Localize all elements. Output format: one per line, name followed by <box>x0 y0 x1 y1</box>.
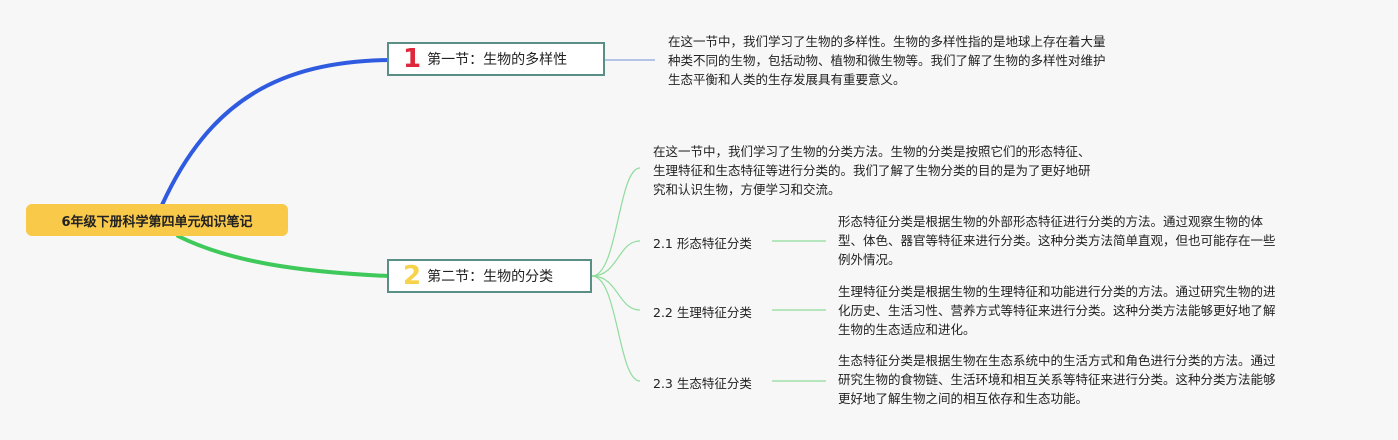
link-section2-sub1 <box>591 240 641 277</box>
number-one-icon: 1 <box>403 44 422 74</box>
section1-node[interactable]: 1 第一节：生物的多样性 <box>387 42 605 76</box>
link-section2-text <box>591 167 641 277</box>
root-topic-label: 6年级下册科学第四单元知识笔记 <box>61 214 253 230</box>
sub-topic-2-3-description: 生态特征分类是根据生物在生态系统中的生活方式和角色进行分类的方法。通过 研究生物… <box>838 353 1276 406</box>
branch-line-section1 <box>160 58 390 207</box>
section2-node[interactable]: 2 第二节：生物的分类 <box>387 259 592 293</box>
section1-description: 在这一节中，我们学习了生物的多样性。生物的多样性指的是地球上存在着大量 种类不同… <box>668 34 1106 87</box>
branch-line-section2 <box>176 234 390 278</box>
sub-topic-2-3[interactable]: 2.3 生态特征分类 <box>653 376 752 391</box>
section1-label: 第一节：生物的多样性 <box>427 52 568 68</box>
number-two-icon: 2 <box>403 261 422 291</box>
sub-topic-2-2[interactable]: 2.2 生理特征分类 <box>653 305 752 320</box>
sub-topic-2-2-description: 生理特征分类是根据生物的生理特征和功能进行分类的方法。通过研究生物的进 化历史、… <box>838 284 1276 337</box>
section2-label: 第二节：生物的分类 <box>427 269 554 285</box>
sub-topic-2-1[interactable]: 2.1 形态特征分类 <box>653 236 752 251</box>
sub-topic-2-1-description: 形态特征分类是根据生物的外部形态特征进行分类的方法。通过观察生物的体 型、体色、… <box>838 214 1276 267</box>
root-topic[interactable]: 6年级下册科学第四单元知识笔记 <box>26 204 288 236</box>
link-section2-sub2 <box>591 275 641 311</box>
link-section2-sub3 <box>591 275 641 382</box>
section2-description: 在这一节中，我们学习了生物的分类方法。生物的分类是按照它们的形态特征、 生理特征… <box>653 144 1091 197</box>
